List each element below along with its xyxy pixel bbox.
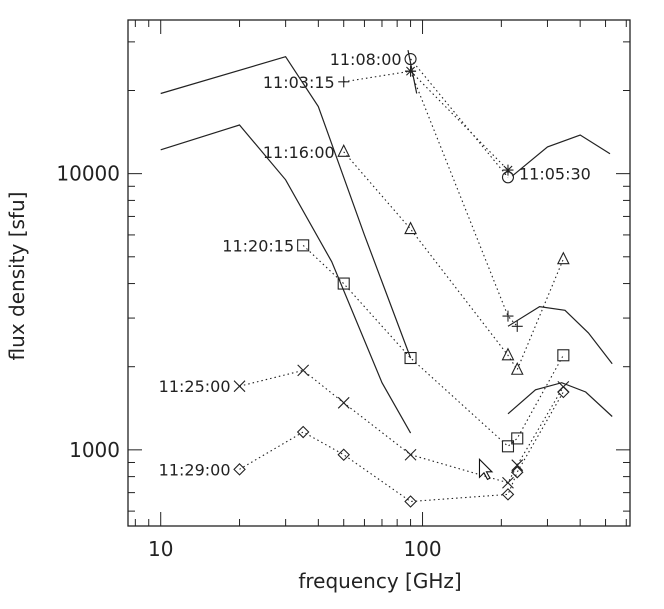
data-point-triangle: [337, 144, 351, 157]
data-point-x: [337, 396, 350, 409]
y-tick-label: 10000: [56, 162, 120, 186]
data-point-circle: [404, 52, 417, 66]
data-point-asterisk: [405, 65, 417, 77]
series-line: [410, 58, 509, 178]
time-label: 11:16:00: [263, 143, 335, 162]
data-point-diamond: [510, 465, 524, 479]
series-group: [338, 65, 523, 332]
series-group: [337, 144, 570, 375]
model-curve: [160, 124, 412, 434]
mouse-pointer-icon: [478, 458, 494, 481]
data-point-plus: [511, 320, 523, 332]
model-curve: [507, 382, 613, 417]
data-point-square: [511, 432, 524, 445]
x-tick-label: 10: [148, 537, 173, 561]
series-line: [410, 70, 509, 171]
data-series: [233, 52, 570, 508]
data-point-plus: [502, 310, 514, 322]
data-point-asterisk: [502, 164, 514, 176]
data-point-triangle: [556, 251, 570, 265]
y-tick-label: 1000: [69, 438, 120, 462]
data-point-square: [297, 239, 310, 252]
data-point-diamond: [557, 385, 570, 399]
time-label: 11:05:30: [519, 165, 591, 184]
data-point-square: [557, 349, 570, 362]
data-point-x: [297, 364, 310, 377]
model-curve: [407, 49, 418, 94]
data-point-square: [337, 277, 350, 290]
data-point-square: [501, 440, 515, 453]
data-point-x: [511, 459, 524, 472]
time-label: 11:29:00: [159, 460, 231, 479]
time-label: 11:03:15: [263, 73, 335, 92]
data-point-triangle: [501, 347, 515, 361]
series-group: [405, 65, 514, 176]
model-curve: [160, 55, 412, 359]
series-line: [343, 70, 518, 327]
series-group: [404, 52, 515, 184]
series-line: [239, 369, 564, 484]
x-tick-label: 100: [403, 537, 441, 561]
y-axis-label: flux density [sfu]: [5, 192, 29, 361]
data-point-triangle: [510, 362, 524, 375]
time-annotations: 11:08:00 11:03:15 11:05:30 11:16:00 11:20:15…: [159, 50, 591, 479]
data-point-x: [502, 476, 514, 489]
model-curve: [507, 305, 613, 365]
time-label: 11:25:00: [159, 377, 231, 396]
data-point-diamond: [296, 425, 310, 439]
data-point-diamond: [501, 488, 515, 501]
axes: 10 100 1000 10000: [56, 19, 631, 561]
data-point-square: [404, 351, 417, 365]
plot-frame: [127, 19, 631, 527]
data-point-triangle: [404, 221, 417, 235]
cursor-arrow: [478, 458, 494, 481]
data-point-x: [404, 448, 417, 461]
data-point-diamond: [404, 495, 417, 508]
series-group: [297, 239, 570, 453]
series-line: [343, 151, 564, 371]
model-curve: [511, 134, 611, 177]
data-point-plus: [338, 76, 350, 88]
data-point-diamond: [337, 448, 350, 462]
time-label: 11:08:00: [330, 50, 402, 69]
model-curves: [160, 49, 613, 434]
data-point-x: [233, 380, 246, 393]
series-group: [233, 385, 570, 508]
series-line: [302, 244, 564, 448]
series-group: [233, 364, 570, 489]
x-axis-label: frequency [GHz]: [298, 569, 461, 593]
data-point-diamond: [233, 463, 246, 476]
time-label: 11:20:15: [222, 236, 294, 255]
